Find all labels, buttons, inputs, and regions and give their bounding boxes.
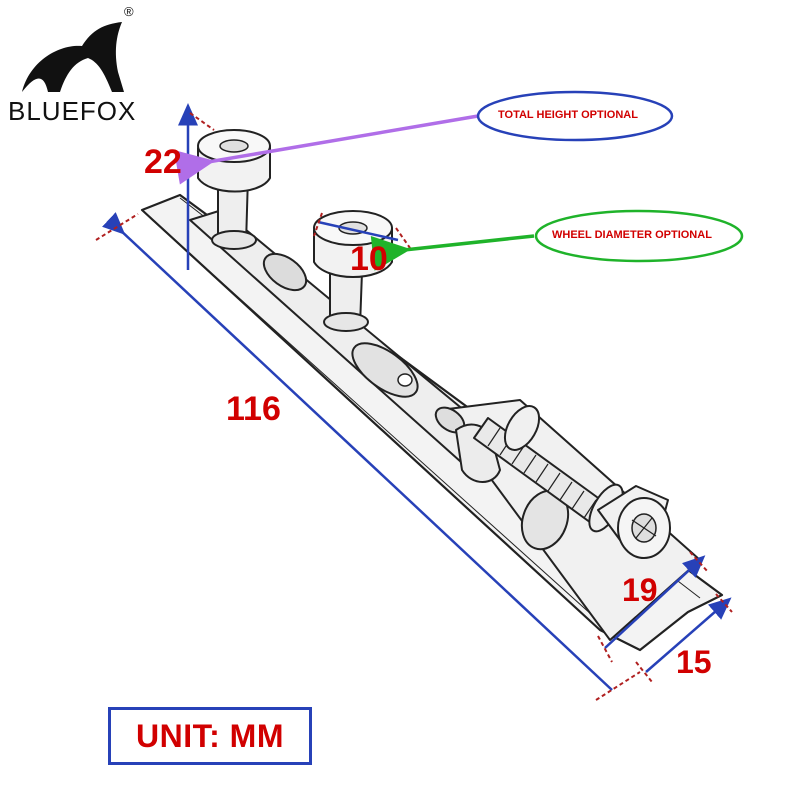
wheel-diameter-callout-border (534, 209, 744, 263)
total-height-arrow (174, 114, 479, 185)
width-outer-dimension-line (635, 593, 733, 683)
unit-label-box: UNIT: MM (108, 707, 312, 765)
unit-label: UNIT: MM (136, 717, 284, 754)
width-inner-dimension-label: 19 (622, 572, 658, 608)
total-height-callout-border (476, 90, 674, 142)
wheel-diameter-callout: WHEEL DIAMETER OPTIONAL (552, 229, 712, 241)
brand-name: BLUEFOX (8, 96, 137, 126)
registered-mark: ® (124, 4, 134, 19)
length-dimension-line (95, 212, 641, 701)
height-dimension-label: 22 (144, 143, 182, 181)
width-outer-dimension-label: 15 (676, 644, 712, 680)
total-height-callout: TOTAL HEIGHT OPTIONAL (498, 109, 638, 121)
length-dimension-label: 116 (226, 390, 281, 428)
fox-head-icon (22, 22, 124, 92)
width-inner-dimension-line (597, 551, 709, 663)
height-dimension-line (178, 103, 215, 270)
wheel-dimension-label: 10 (350, 240, 388, 278)
wheel-diameter-arrow (370, 234, 535, 271)
hinge-plate-drawing (140, 129, 724, 652)
